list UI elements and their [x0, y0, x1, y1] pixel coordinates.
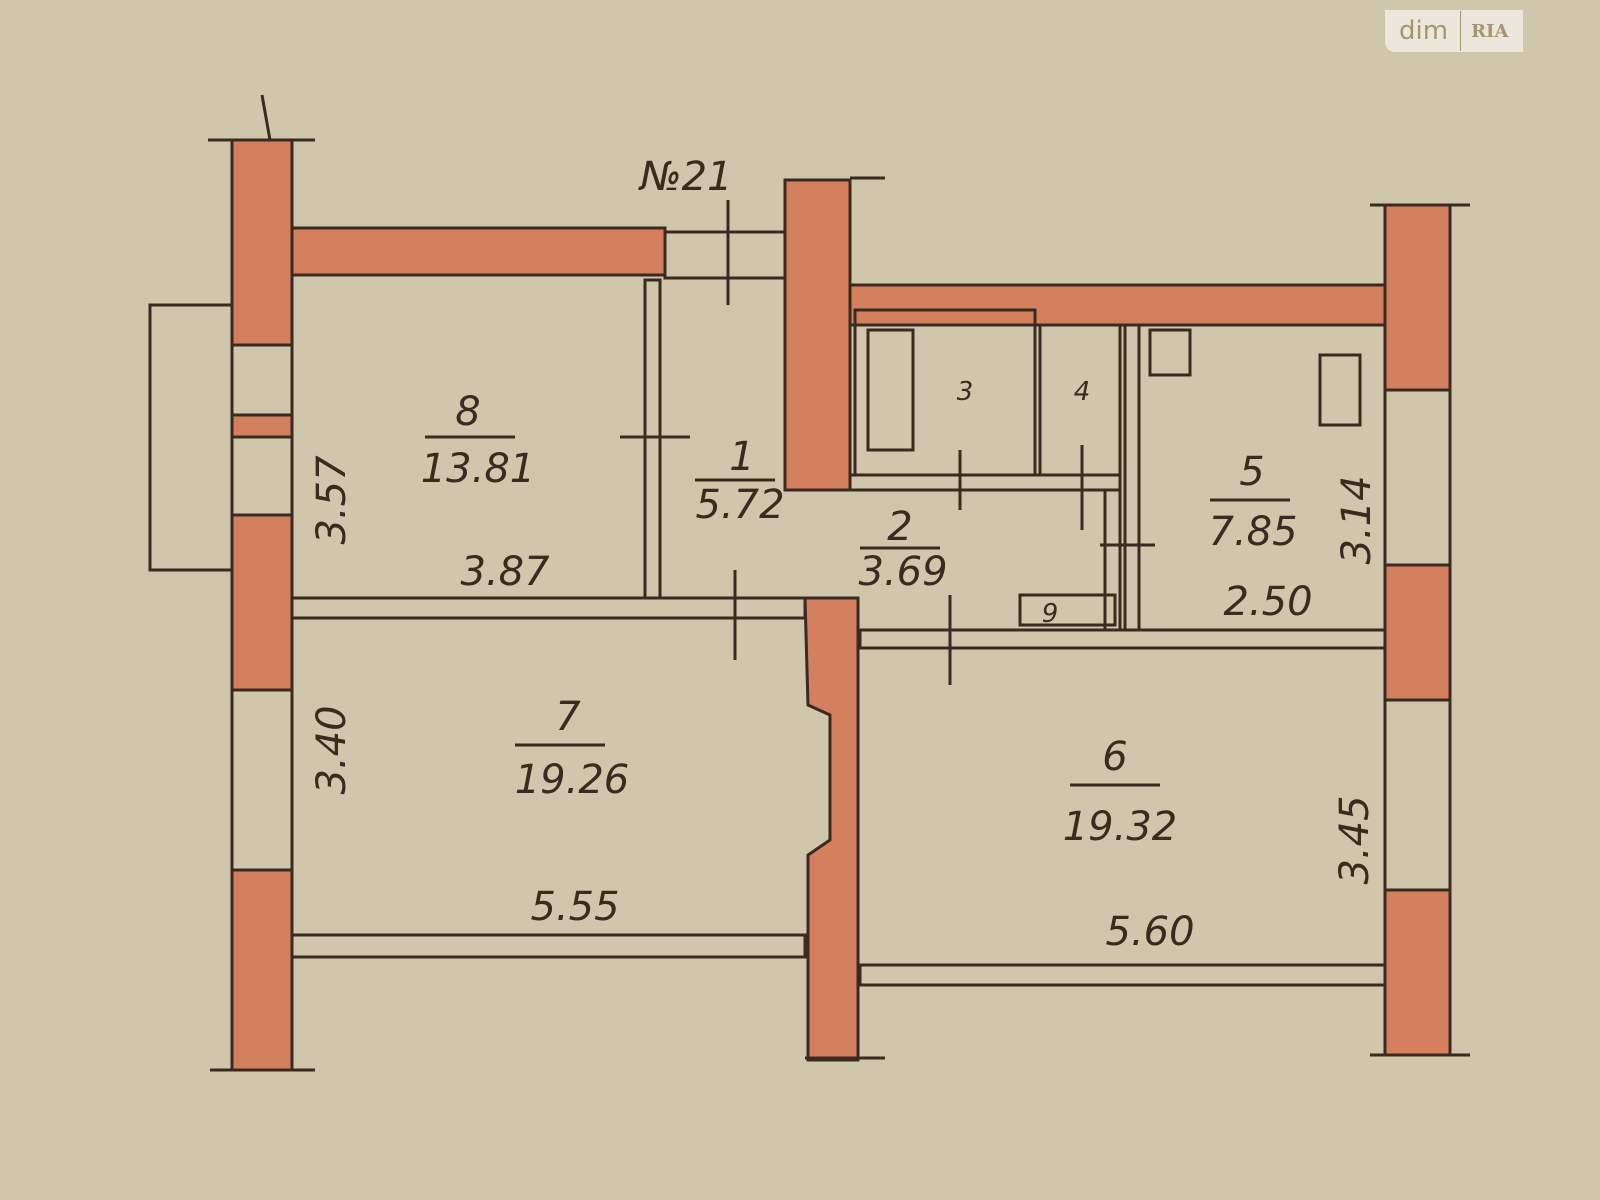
svg-text:6: 6	[1102, 734, 1127, 780]
svg-text:3.14: 3.14	[1334, 475, 1380, 564]
balcony	[148, 303, 234, 572]
room-6: 6 19.32 5.60 3.45	[1063, 734, 1378, 955]
svg-text:19.32: 19.32	[1063, 804, 1178, 850]
svg-text:7.85: 7.85	[1208, 509, 1297, 555]
svg-text:3.40: 3.40	[309, 705, 355, 794]
svg-text:2.50: 2.50	[1223, 579, 1312, 625]
svg-text:19.26: 19.26	[515, 757, 630, 803]
svg-text:3.45: 3.45	[1332, 795, 1378, 884]
svg-text:5.60: 5.60	[1105, 909, 1194, 955]
svg-text:5.72: 5.72	[695, 482, 784, 528]
watermark-brand: dim	[1385, 11, 1462, 51]
svg-text:3.57: 3.57	[309, 455, 355, 545]
room-5: 5 7.85 2.50 3.14	[1208, 449, 1380, 625]
watermark-ria: RIA	[1471, 20, 1509, 42]
svg-text:3.87: 3.87	[460, 549, 550, 595]
bathtub-icon	[866, 328, 915, 452]
room-3: 3	[957, 377, 974, 407]
room-4: 4	[1074, 377, 1091, 407]
svg-text:7: 7	[555, 694, 581, 740]
stove-icon	[1318, 353, 1362, 427]
room-7: 7 19.26 5.55 3.40	[309, 694, 629, 930]
svg-text:8: 8	[455, 389, 480, 435]
room-8: 8 13.81 3.87 3.57	[309, 389, 550, 595]
room-1: 1 5.72	[695, 434, 785, 528]
watermark-logo: dim RIA	[1385, 10, 1523, 52]
svg-text:1: 1	[729, 434, 754, 480]
closet	[1018, 593, 1117, 627]
svg-text:5: 5	[1239, 449, 1264, 495]
svg-text:3.69: 3.69	[858, 549, 947, 595]
room-9: 9	[1042, 599, 1059, 629]
room-2: 2 3.69	[858, 504, 947, 595]
svg-text:5.55: 5.55	[530, 884, 619, 930]
svg-text:13.81: 13.81	[421, 446, 536, 492]
plan-title: №21	[638, 154, 733, 200]
walls	[208, 94, 1470, 1072]
partitions	[290, 200, 1387, 987]
svg-text:2: 2	[887, 504, 912, 550]
sink-icon	[1148, 328, 1192, 377]
